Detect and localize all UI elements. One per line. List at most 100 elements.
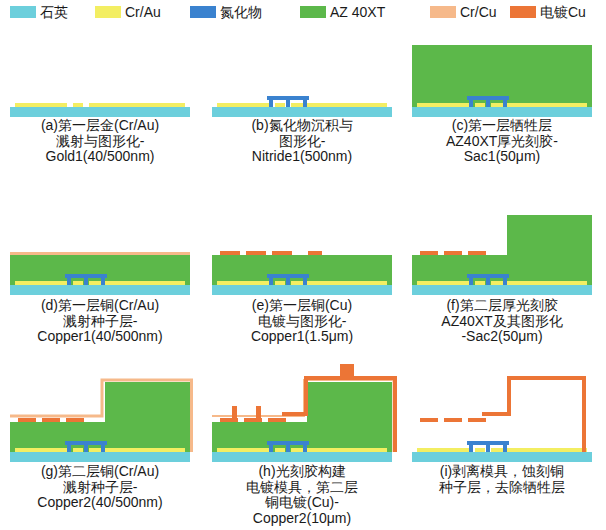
layer bbox=[10, 452, 190, 462]
layer bbox=[468, 418, 486, 422]
layer bbox=[212, 255, 392, 285]
layer bbox=[232, 406, 237, 418]
step-caption: (h)光刻胶构建 电镀模具，第二层 铜电镀(Cu)- Copper2(10μm) bbox=[204, 464, 400, 527]
layer bbox=[417, 281, 469, 285]
layer bbox=[10, 285, 190, 295]
layer bbox=[101, 274, 105, 285]
layer bbox=[212, 285, 392, 295]
layer bbox=[308, 251, 322, 255]
layer bbox=[420, 251, 438, 255]
layer bbox=[15, 281, 67, 285]
layer bbox=[412, 285, 592, 295]
layer bbox=[67, 441, 71, 452]
step-caption: (g)第二层铜(Cr/Au) 溅射种子层- Copper2(40/500nm) bbox=[2, 464, 198, 511]
layer bbox=[486, 441, 490, 452]
layer bbox=[269, 441, 273, 452]
metal-layer bbox=[482, 378, 584, 452]
layer bbox=[486, 96, 490, 107]
layer bbox=[15, 448, 67, 452]
layer bbox=[105, 382, 190, 452]
layer bbox=[272, 251, 292, 255]
layer bbox=[503, 441, 507, 452]
legend-swatch bbox=[95, 6, 121, 18]
layer bbox=[10, 255, 190, 285]
layer bbox=[269, 96, 273, 107]
legend-label: 石英 bbox=[40, 4, 68, 20]
layer bbox=[212, 422, 307, 452]
layer bbox=[417, 448, 469, 452]
layer bbox=[220, 251, 240, 255]
layer bbox=[268, 418, 286, 422]
layer bbox=[10, 107, 190, 117]
layer bbox=[101, 441, 105, 452]
layer bbox=[475, 103, 485, 107]
layer bbox=[286, 96, 290, 107]
process-step-drawing bbox=[412, 45, 592, 117]
legend-label: 电镀Cu bbox=[540, 4, 586, 20]
layer bbox=[212, 107, 392, 117]
layer bbox=[10, 422, 105, 452]
layer bbox=[212, 452, 392, 462]
layer bbox=[469, 441, 473, 452]
layer bbox=[66, 418, 84, 422]
process-step-drawing bbox=[212, 364, 395, 462]
layer bbox=[42, 418, 60, 422]
layer bbox=[246, 251, 266, 255]
layer bbox=[10, 252, 190, 255]
layer bbox=[469, 274, 473, 285]
step-caption: (i)剥离模具，蚀刻铜 种子层，去除牺牲层 bbox=[404, 464, 600, 495]
process-step-drawing bbox=[10, 252, 190, 295]
legend-swatch bbox=[430, 6, 456, 18]
layer bbox=[469, 96, 473, 107]
layer bbox=[73, 448, 83, 452]
layer bbox=[73, 103, 83, 107]
layer bbox=[503, 274, 507, 285]
process-step-drawing bbox=[212, 251, 392, 295]
process-step-drawing bbox=[412, 215, 592, 295]
layer bbox=[217, 103, 269, 107]
layer bbox=[412, 255, 507, 285]
layer bbox=[84, 441, 88, 452]
layer bbox=[444, 251, 462, 255]
layer bbox=[420, 418, 438, 422]
metal-layer bbox=[282, 378, 395, 452]
layer bbox=[475, 448, 485, 452]
step-caption: (a)第一层金(Cr/Au) 溅射与图形化- Gold1(40/500nm) bbox=[2, 118, 198, 165]
step-caption: (c)第一层牺牲层 AZ40XT厚光刻胶- Sac1(50μm) bbox=[404, 118, 600, 165]
process-step-drawing bbox=[10, 380, 192, 462]
legend-label: AZ 40XT bbox=[330, 4, 385, 20]
legend-label: 氮化物 bbox=[220, 4, 262, 20]
legend-swatch bbox=[300, 6, 326, 18]
layer bbox=[275, 448, 285, 452]
layer bbox=[269, 274, 273, 285]
process-step-drawing bbox=[212, 96, 392, 117]
layer bbox=[286, 441, 290, 452]
step-caption: (b)氮化物沉积与 图形化- Nitride1(500nm) bbox=[204, 118, 400, 165]
legend-label: Cr/Cu bbox=[460, 4, 497, 20]
layer bbox=[15, 103, 67, 107]
layer bbox=[475, 281, 485, 285]
layer bbox=[303, 96, 307, 107]
layer bbox=[307, 382, 392, 452]
layer bbox=[286, 274, 290, 285]
layer bbox=[340, 364, 354, 378]
legend-swatch bbox=[510, 6, 536, 18]
layer bbox=[217, 281, 269, 285]
layer bbox=[275, 103, 285, 107]
layer bbox=[73, 281, 83, 285]
metal-layer bbox=[10, 380, 192, 452]
step-caption: (f)第二层厚光刻胶 AZ40XT及其图形化 -Sac2(50μm) bbox=[404, 298, 600, 345]
layer bbox=[84, 274, 88, 285]
layer bbox=[412, 452, 592, 462]
legend-swatch bbox=[10, 6, 36, 18]
layer bbox=[444, 418, 462, 422]
step-caption: (e)第一层铜(Cu) 电镀与图形化- Copper1(1.5μm) bbox=[204, 298, 400, 345]
layer bbox=[486, 274, 490, 285]
process-step-drawing bbox=[10, 103, 190, 117]
layer bbox=[89, 103, 185, 107]
layer bbox=[220, 418, 238, 422]
layer bbox=[275, 281, 285, 285]
layer bbox=[507, 215, 592, 285]
layer bbox=[244, 418, 262, 422]
